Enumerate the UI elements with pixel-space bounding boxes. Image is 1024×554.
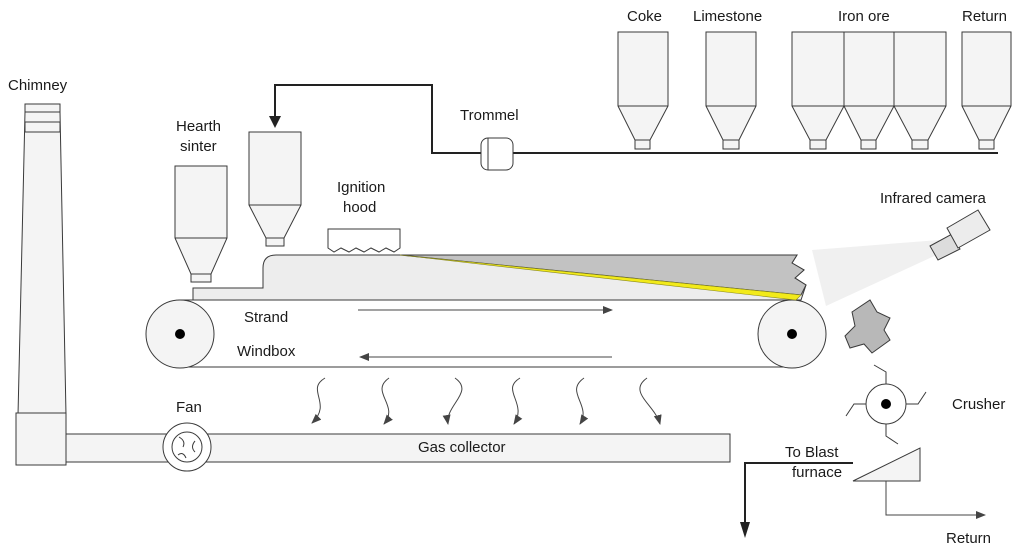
ignition-hood-label-2: hood (343, 199, 376, 216)
ignition-hood (327, 228, 401, 253)
feed-conveyor-arrow (269, 116, 281, 128)
feed-hopper (248, 131, 302, 247)
silo-iron-ore-3 (893, 31, 947, 150)
crusher (845, 364, 927, 445)
feed-conveyor-line (274, 84, 998, 154)
iron-ore-label: Iron ore (838, 8, 890, 25)
hearth-sinter-label-1: Hearth (176, 118, 221, 135)
sinter-bed (192, 254, 807, 301)
windbox-label: Windbox (237, 343, 296, 360)
crusher-label: Crusher (952, 396, 1005, 413)
flame-front (399, 254, 802, 301)
silo-return (961, 31, 1012, 150)
sinter-chunk (844, 299, 891, 354)
chimney-label: Chimney (8, 77, 68, 94)
ignition-hood-label-1: Ignition (337, 179, 385, 196)
infrared-camera-label: Infrared camera (880, 190, 987, 207)
return-top-label: Return (962, 8, 1007, 25)
to-blast-furnace-label-2: furnace (792, 464, 842, 481)
gas-flow-arrows (311, 377, 662, 425)
trommel-label: Trommel (460, 107, 519, 124)
trommel (480, 137, 514, 171)
silo-iron-ore-2 (843, 31, 895, 150)
return-bottom-label: Return (946, 530, 991, 547)
infrared-camera (929, 209, 991, 261)
limestone-label: Limestone (693, 8, 762, 25)
coke-label: Coke (627, 8, 662, 25)
screen (740, 447, 986, 538)
hearth-sinter-label-2: sinter (180, 138, 217, 155)
chimney (15, 103, 67, 466)
silo-coke (617, 31, 669, 150)
fan-label: Fan (176, 399, 202, 416)
silo-limestone (705, 31, 757, 150)
camera-beam (812, 240, 943, 306)
fan (162, 422, 212, 472)
to-blast-furnace-label-1: To Blast (785, 444, 839, 461)
silo-iron-ore-1 (791, 31, 845, 150)
strand-label: Strand (244, 309, 288, 326)
gas-collector-label: Gas collector (418, 439, 506, 456)
hearth-sinter-hopper (174, 165, 228, 283)
